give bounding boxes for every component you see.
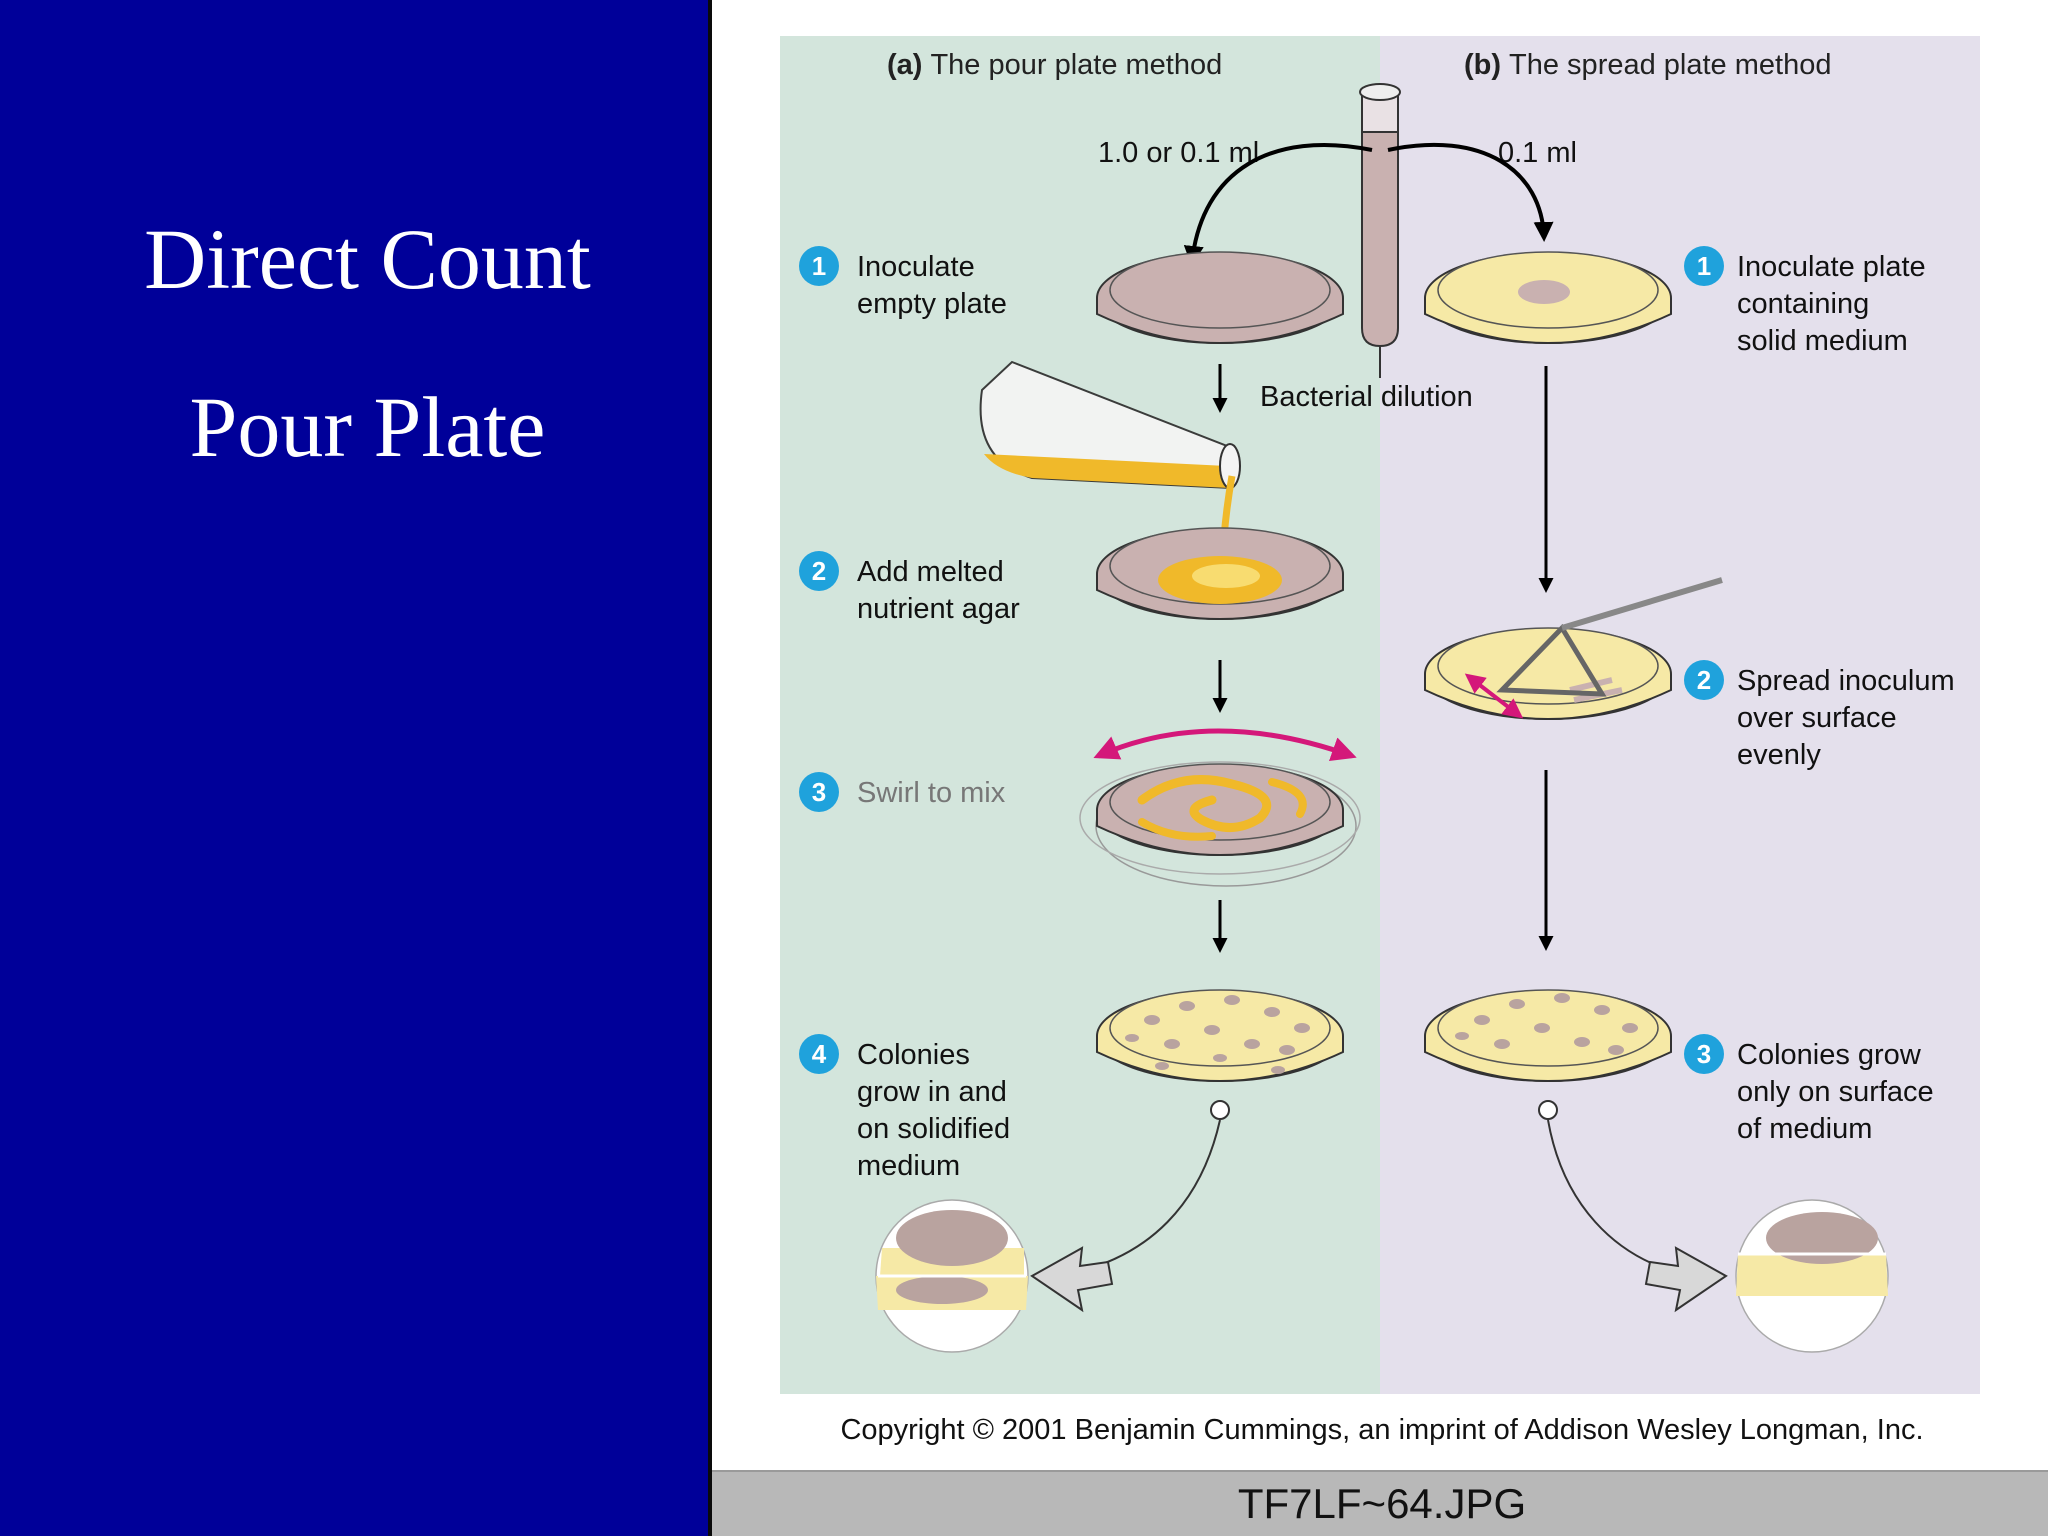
panel-b-step-2-label: over surface	[1737, 702, 1897, 734]
panel-b-step-3-badge	[1684, 1034, 1724, 1074]
inoculate-arrow-b	[1387, 142, 1554, 242]
copyright-notice: Copyright © 2001 Benjamin Cummings, an i…	[840, 1414, 1924, 1446]
panel-b-step-2-label: Spread inoculum	[1737, 665, 1955, 697]
panel-b-title: (b)The spread plate method	[1464, 49, 1831, 81]
panel-b-step-2-number: 2	[1697, 665, 1711, 695]
filename-caption: TF7LF~64.JPG	[712, 1470, 2048, 1536]
volume-label-a: 1.0 or 0.1 ml	[1098, 137, 1259, 169]
panel-b-step-1-label: containing	[1737, 288, 1869, 320]
zoom-arrow-a	[1030, 1246, 1114, 1313]
spread-plate-with-spreader	[1424, 577, 1723, 720]
panel-b-step-2-label: evenly	[1737, 739, 1821, 771]
panel-b-step-2-badge	[1684, 660, 1724, 700]
panel-a-step-2-badge	[799, 551, 839, 591]
panel-a-step-2-label: Add melted	[857, 556, 1004, 588]
swirl-arrow-icon	[1093, 728, 1357, 762]
pour-plate-colonies	[1096, 989, 1344, 1120]
slide-title-line2: Pour Plate	[189, 379, 546, 475]
panel-a-title: (a)The pour plate method	[887, 49, 1222, 81]
panel-a-step-2-label: nutrient agar	[857, 593, 1020, 625]
panel-a-background	[780, 36, 1380, 1394]
panel-a-step-2-number: 2	[812, 556, 826, 586]
panel-a-step-4-badge	[799, 1034, 839, 1074]
bacterial-dilution-label: Bacterial dilution	[1260, 381, 1473, 413]
panel-a-step-4-number: 4	[812, 1039, 827, 1069]
panel-a-step-1-badge	[799, 246, 839, 286]
test-tube-icon	[1359, 83, 1401, 348]
panel-a-step-1-number: 1	[812, 251, 826, 281]
panel-a-step-4-label: grow in and	[857, 1076, 1007, 1108]
plate-methods-diagram: (a)The pour plate method (b)The spread p…	[780, 36, 1980, 1394]
panel-b-step-1-label: solid medium	[1737, 325, 1908, 357]
magnified-colony-a	[875, 1199, 1029, 1353]
panel-b-step-1-badge	[1684, 246, 1724, 286]
magnified-colony-b	[1735, 1199, 1889, 1353]
panel-b-step-1-label: Inoculate plate	[1737, 251, 1926, 283]
slide-title-line1: Direct Count	[144, 211, 591, 307]
panel-a-step-3-badge	[799, 772, 839, 812]
panel-a-step-3-number: 3	[812, 777, 826, 807]
panel-a-step-4-label: Colonies	[857, 1039, 970, 1071]
panel-b-step-1-number: 1	[1697, 251, 1711, 281]
panel-a-step-4-label: on solidified	[857, 1113, 1010, 1145]
panel-b-step-3-label: of medium	[1737, 1113, 1872, 1145]
panel-a-step-1-label: empty plate	[857, 288, 1007, 320]
flask-pouring-icon	[979, 360, 1241, 571]
spread-plate-colonies	[1424, 989, 1672, 1120]
zoom-arrow-b	[1644, 1246, 1728, 1313]
figure-image: (a)The pour plate method (b)The spread p…	[708, 0, 2048, 1536]
swirling-plate	[1079, 761, 1361, 887]
volume-label-b: 0.1 ml	[1498, 137, 1577, 169]
panel-b-step-3-label: only on surface	[1737, 1076, 1934, 1108]
panel-b-step-3-label: Colonies grow	[1737, 1039, 1922, 1071]
empty-plate-inoculated	[1096, 251, 1344, 344]
solid-medium-plate-inoculated	[1424, 251, 1672, 344]
panel-b-step-3-number: 3	[1697, 1039, 1711, 1069]
panel-a-step-1-label: Inoculate	[857, 251, 975, 283]
panel-a-step-4-label: medium	[857, 1150, 960, 1182]
plate-with-melted-agar	[1096, 527, 1344, 620]
panel-a-steps: 1 Inoculate empty plate 2 Add melted nutrient…	[799, 246, 1020, 1182]
inoculate-arrow-a	[1183, 142, 1373, 266]
panel-a-step-3-label: Swirl to mix	[857, 777, 1006, 809]
